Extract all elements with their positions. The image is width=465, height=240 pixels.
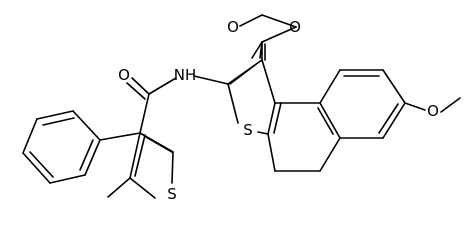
bond xyxy=(378,103,399,134)
bond xyxy=(171,151,174,184)
bond xyxy=(72,110,101,141)
bond xyxy=(193,75,229,85)
bond xyxy=(148,77,177,95)
bond xyxy=(239,14,263,27)
left-thiophene-sulfur-label: S xyxy=(167,185,177,203)
bond xyxy=(99,132,141,141)
bond xyxy=(251,41,263,59)
bond xyxy=(107,177,131,198)
bond xyxy=(267,133,276,172)
bond xyxy=(382,102,406,139)
ester-ether-oxygen-label: O xyxy=(227,18,239,36)
bond xyxy=(49,174,86,184)
bond xyxy=(382,69,406,104)
bond xyxy=(319,137,341,172)
bond xyxy=(145,136,173,153)
bond xyxy=(36,110,74,120)
bond xyxy=(257,131,269,135)
molecule-structure: O O O O NH S S xyxy=(22,14,461,203)
bond xyxy=(261,59,276,104)
fused-thiophene-sulfur-label: S xyxy=(243,121,253,139)
bond xyxy=(22,152,51,184)
bonds xyxy=(22,14,461,199)
amide-nitrogen-label: NH xyxy=(174,66,197,84)
bond xyxy=(319,102,341,139)
bond xyxy=(229,64,256,85)
bond xyxy=(131,77,150,95)
bond xyxy=(227,83,239,124)
atom-labels: O O O O NH S S xyxy=(118,18,439,203)
ester-carbonyl-oxygen-label: O xyxy=(289,18,301,36)
bond xyxy=(317,107,334,135)
bond xyxy=(22,118,38,154)
bond xyxy=(42,117,75,126)
bond xyxy=(261,26,297,43)
bond xyxy=(273,102,282,134)
bond xyxy=(404,102,426,111)
bond xyxy=(267,102,276,135)
bond xyxy=(139,93,150,134)
bond xyxy=(440,97,461,113)
amide-oxygen-label: O xyxy=(118,66,130,84)
bond xyxy=(79,139,94,171)
bond xyxy=(84,139,101,176)
bond xyxy=(29,151,54,178)
bond xyxy=(261,14,297,28)
bond xyxy=(129,132,141,179)
bond xyxy=(129,177,156,199)
bond xyxy=(319,69,341,104)
bond xyxy=(126,82,146,100)
bond xyxy=(134,134,146,177)
methoxy-oxygen-label: O xyxy=(427,102,439,120)
